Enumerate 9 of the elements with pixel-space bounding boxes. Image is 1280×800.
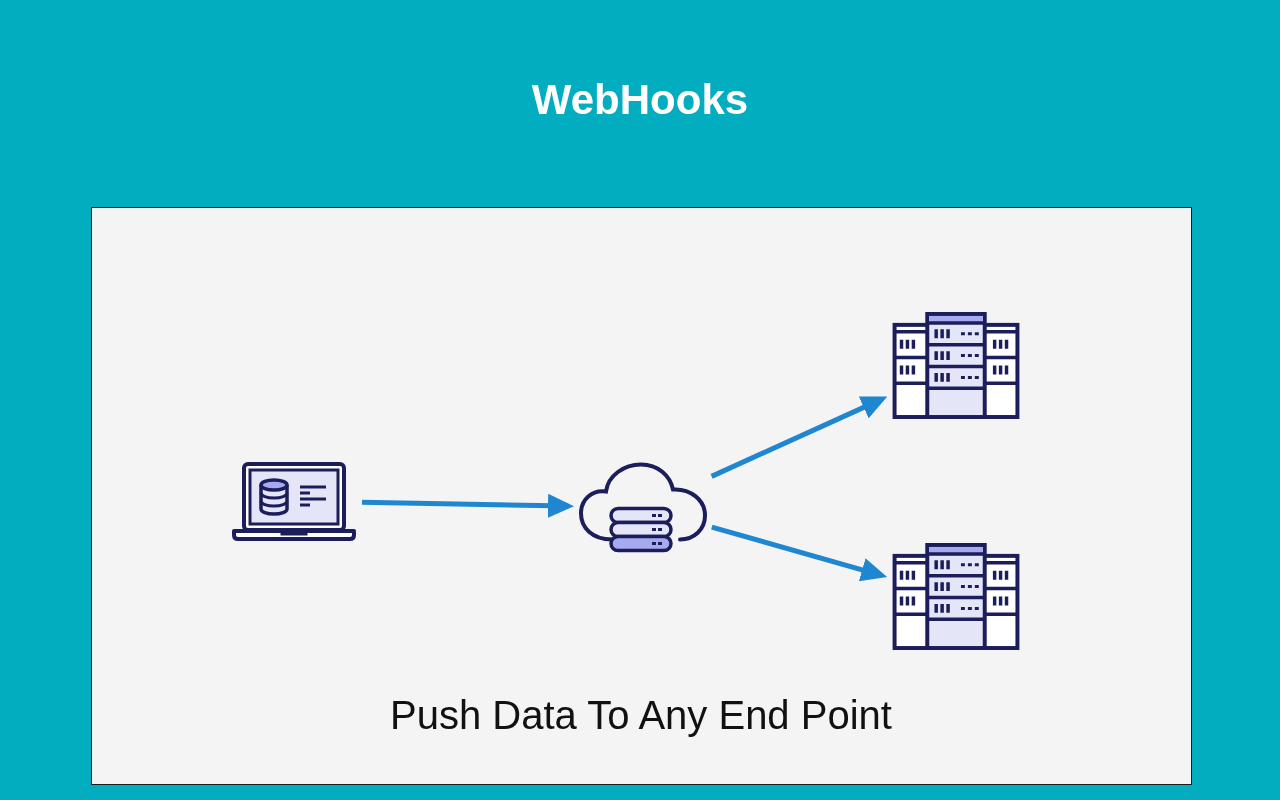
cloud-server-icon [578,461,708,554]
caption: Push Data To Any End Point [390,692,892,738]
laptop-icon [230,461,358,541]
arrow [711,524,888,582]
title: WebHooks [531,76,749,124]
server-rack-icon [891,543,1021,650]
arrow [361,493,574,518]
server-rack-icon [891,312,1021,419]
arrow [710,396,888,479]
